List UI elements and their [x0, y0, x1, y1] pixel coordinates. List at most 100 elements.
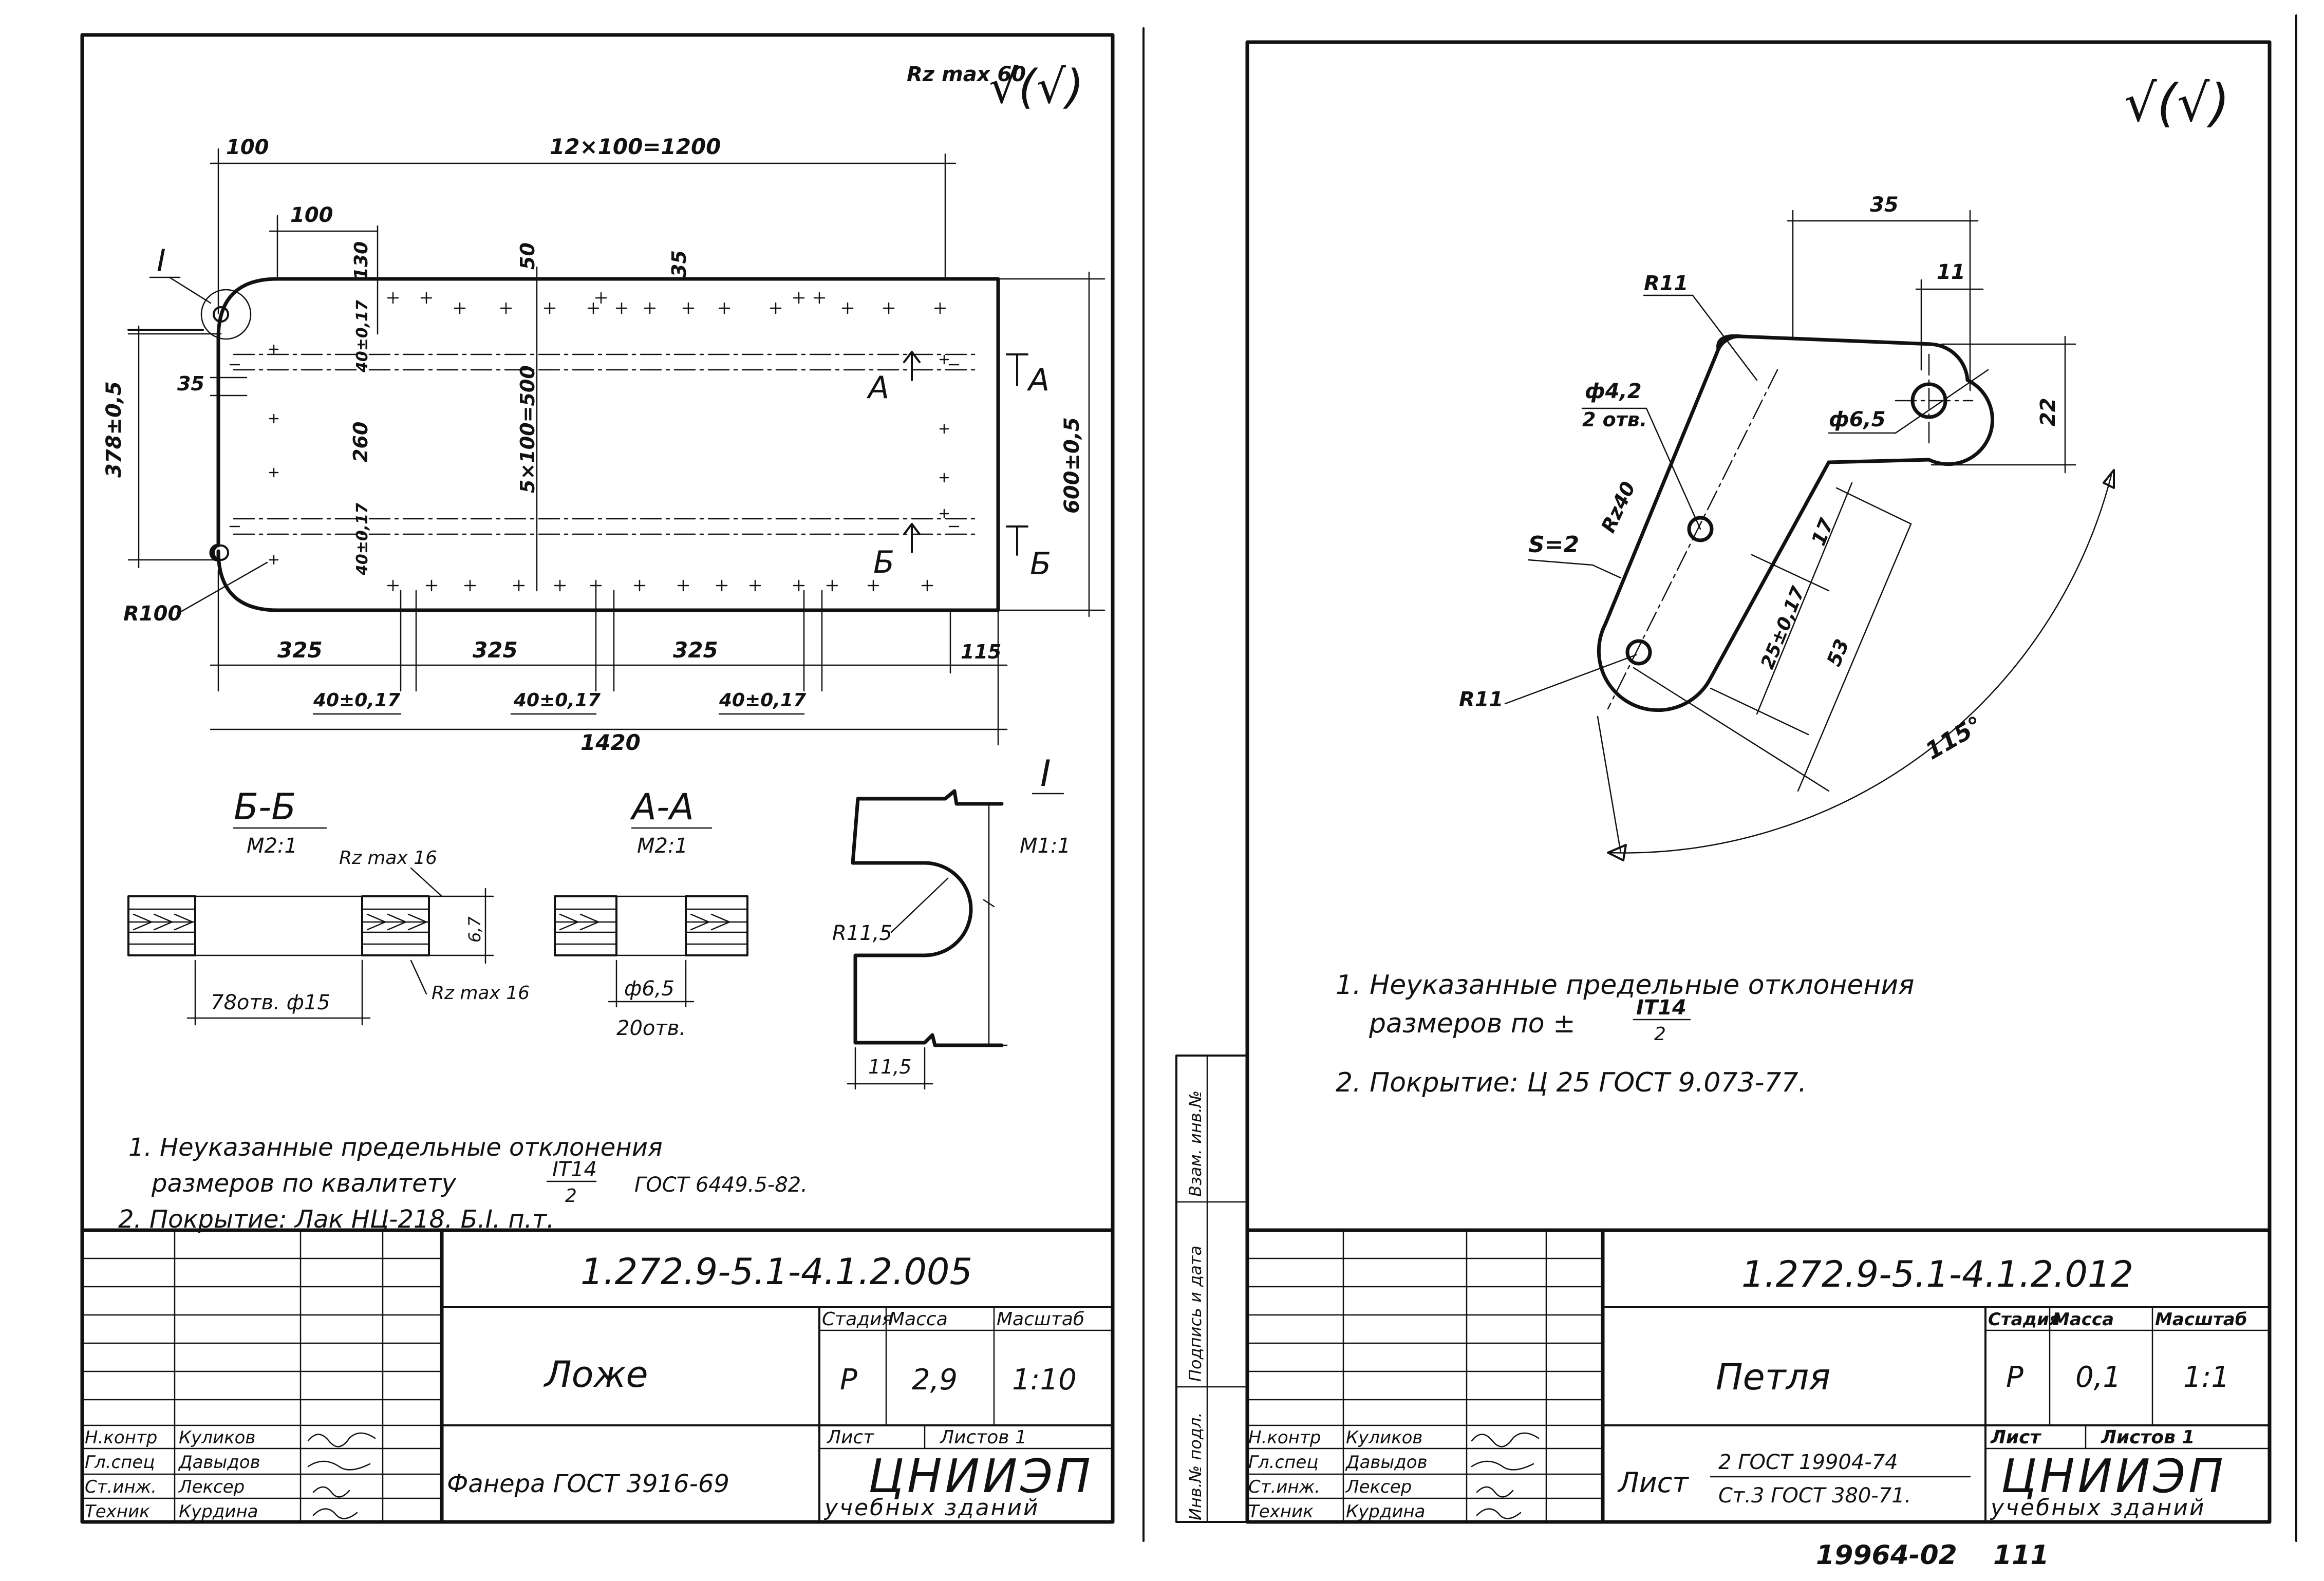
- dim-22-s2: 22: [2036, 398, 2060, 426]
- section-bb-rz-bot: Rz max 16: [432, 983, 530, 1004]
- footer-code: 19964-02: [1816, 1540, 1957, 1571]
- plan-dimensions: 100 12×100=1200 100 50 35 130 40±0,17 26…: [102, 134, 1105, 755]
- side-stamp-1: Подпись и дата: [1186, 1246, 1205, 1382]
- note-s2-fraction-bot: 2: [1654, 1024, 1666, 1045]
- cut-a-label-left: А: [866, 370, 889, 406]
- note-1-fraction-bot: 2: [565, 1185, 577, 1207]
- mass-2: 0,1: [2075, 1361, 2121, 1394]
- hole-markers: [229, 292, 960, 592]
- sheet-2-frame: [1245, 40, 2272, 1524]
- section-bb-rz-top: Rz max 16: [339, 848, 437, 869]
- sheet-2: Инв.№ подл. Подпись и дата Взам. инв.№ √…: [1175, 14, 2297, 1571]
- dim-42-holes-s2: 2 отв.: [1582, 408, 1647, 431]
- section-bb-title: Б-Б: [234, 786, 296, 828]
- sheets-label-2: Листов 1: [2101, 1427, 2195, 1448]
- sig-role-1-3: Техник: [85, 1501, 150, 1522]
- dim-35-s2: 35: [1870, 193, 1899, 217]
- stage-1: Р: [840, 1363, 857, 1397]
- signature-scribbles-1: [307, 1432, 376, 1519]
- dim-50: 50: [516, 242, 539, 270]
- section-bb-holes: 78отв. ф15: [211, 991, 330, 1014]
- hinge-part: [1597, 334, 1995, 712]
- sheets-label-1: Листов 1: [939, 1427, 1027, 1448]
- note-s2-1-line-1: 1. Неуказанные предельные отклонения: [1336, 970, 1914, 1001]
- sheet-label-2: Лист: [1990, 1427, 2041, 1448]
- scale-header-2: Масштаб: [2155, 1309, 2247, 1330]
- cut-arrows: А А Б Б: [866, 351, 1051, 582]
- dim-25-s2: 25±0,17: [1757, 584, 1809, 672]
- note-s2-1-line-2: размеров по ±: [1369, 1008, 1576, 1039]
- scale-1: 1:10: [1012, 1363, 1077, 1397]
- note-1-standard: ГОСТ 6449.5-82.: [634, 1173, 808, 1197]
- note-1-fraction-top: IT14: [552, 1158, 597, 1181]
- roughness-label: Rz max 60: [907, 63, 1026, 86]
- signature-scribbles-2: [1471, 1432, 1540, 1519]
- angle-arc: [1607, 474, 2112, 854]
- note-s2-fraction-top: IT14: [1636, 996, 1686, 1020]
- org-sub-1: учебных зданий: [823, 1495, 1040, 1521]
- dim-325-2: 325: [473, 637, 518, 663]
- sig-name-1-2: Лексер: [178, 1477, 245, 1497]
- notch-bottom: [213, 544, 229, 561]
- sig-role-1-2: Ст.инж.: [85, 1477, 157, 1497]
- sig-name-2-2: Лексер: [1345, 1477, 1412, 1497]
- material-bottom-2: Ст.3 ГОСТ 380-71.: [1718, 1484, 1911, 1508]
- section-aa-scale: М2:1: [637, 834, 688, 858]
- note-s2-2: 2. Покрытие: Ц 25 ГОСТ 9.073-77.: [1336, 1067, 1807, 1098]
- section-aa-holes: 20отв.: [616, 1017, 686, 1040]
- org-name-1: ЦНИИЭП: [868, 1450, 1094, 1503]
- sig-name-2-3: Курдина: [1346, 1501, 1426, 1522]
- dim-115: 115: [961, 641, 1001, 663]
- detail-i-mark: I: [157, 243, 166, 279]
- drawing-number-1: 1.272.9-5.1-4.1.2.005: [580, 1251, 972, 1293]
- title-block-1: 1.272.9-5.1-4.1.2.005 Ложе Фанера ГОСТ 3…: [80, 1228, 1115, 1524]
- notes-sheet-1: 1. Неуказанные предельные отклонения раз…: [118, 1133, 808, 1234]
- stage-header-1: Стадия: [822, 1309, 893, 1330]
- dim-40-top: 40±0,17: [353, 300, 371, 373]
- material-top-2: 2 ГОСТ 19904-74: [1718, 1451, 1898, 1474]
- sig-role-2-2: Ст.инж.: [1248, 1477, 1320, 1497]
- stage-header-2: Стадия: [1988, 1309, 2060, 1330]
- cut-a-label-right: А: [1026, 362, 1049, 398]
- dim-40-c: 40±0,17: [719, 690, 806, 711]
- footer-page: 111: [1993, 1540, 2049, 1571]
- cut-b-label-left: Б: [873, 544, 894, 580]
- sig-role-1-1: Гл.спец: [85, 1452, 155, 1473]
- mass-header-2: Масса: [2052, 1309, 2114, 1330]
- material-label-2: Лист: [1617, 1466, 1689, 1499]
- note-1-line-1: 1. Неуказанные предельные отклонения: [128, 1133, 663, 1162]
- dim-130: 130: [351, 241, 372, 280]
- dim-42-s2: ф4,2: [1585, 380, 1642, 403]
- scale-header-1: Масштаб: [997, 1309, 1084, 1330]
- detail-1-scale: М1:1: [1020, 834, 1071, 858]
- detail-1-title: I: [1040, 752, 1051, 795]
- sig-name-2-1: Давыдов: [1345, 1452, 1428, 1473]
- notch-top: [213, 306, 229, 323]
- dim-65-s2: ф6,5: [1829, 408, 1886, 431]
- section-bb-scale: М2:1: [247, 834, 297, 858]
- dim-100-top: 100: [226, 136, 269, 159]
- dim-rz40-s2: Rz40: [1597, 478, 1640, 536]
- dim-1420: 1420: [580, 730, 641, 755]
- sheet-label-1: Лист: [826, 1427, 874, 1448]
- hole-42-top: [1687, 516, 1714, 542]
- dim-100-inner: 100: [290, 203, 333, 227]
- dim-35-top: 35: [668, 250, 690, 277]
- mass-1: 2,9: [912, 1363, 958, 1397]
- detail-1-radius: R11,5: [832, 921, 892, 945]
- sig-role-1-0: Н.контр: [85, 1427, 157, 1448]
- dim-angle-s2: 115°: [1921, 710, 1988, 765]
- detail-i-circle: [200, 289, 252, 340]
- dim-r100: R100: [123, 602, 182, 626]
- scale-2: 1:1: [2183, 1361, 2229, 1394]
- sheet-1: Rz max 60 √(√) А А Б: [80, 27, 1145, 1542]
- dim-40-a: 40±0,17: [313, 690, 400, 711]
- hinge-dimensions: 35 11 22 R11 ф4,2 2 отв. ф6,5 Rz40 S=2: [1459, 193, 2115, 861]
- dim-40-bot: 40±0,17: [353, 503, 371, 576]
- org-sub-2: учебных зданий: [1990, 1495, 2206, 1521]
- dim-378: 378±0,5: [102, 381, 126, 478]
- material-1: Фанера ГОСТ 3916-69: [447, 1470, 729, 1498]
- dim-260: 260: [349, 422, 372, 462]
- cut-b-label-right: Б: [1030, 546, 1051, 582]
